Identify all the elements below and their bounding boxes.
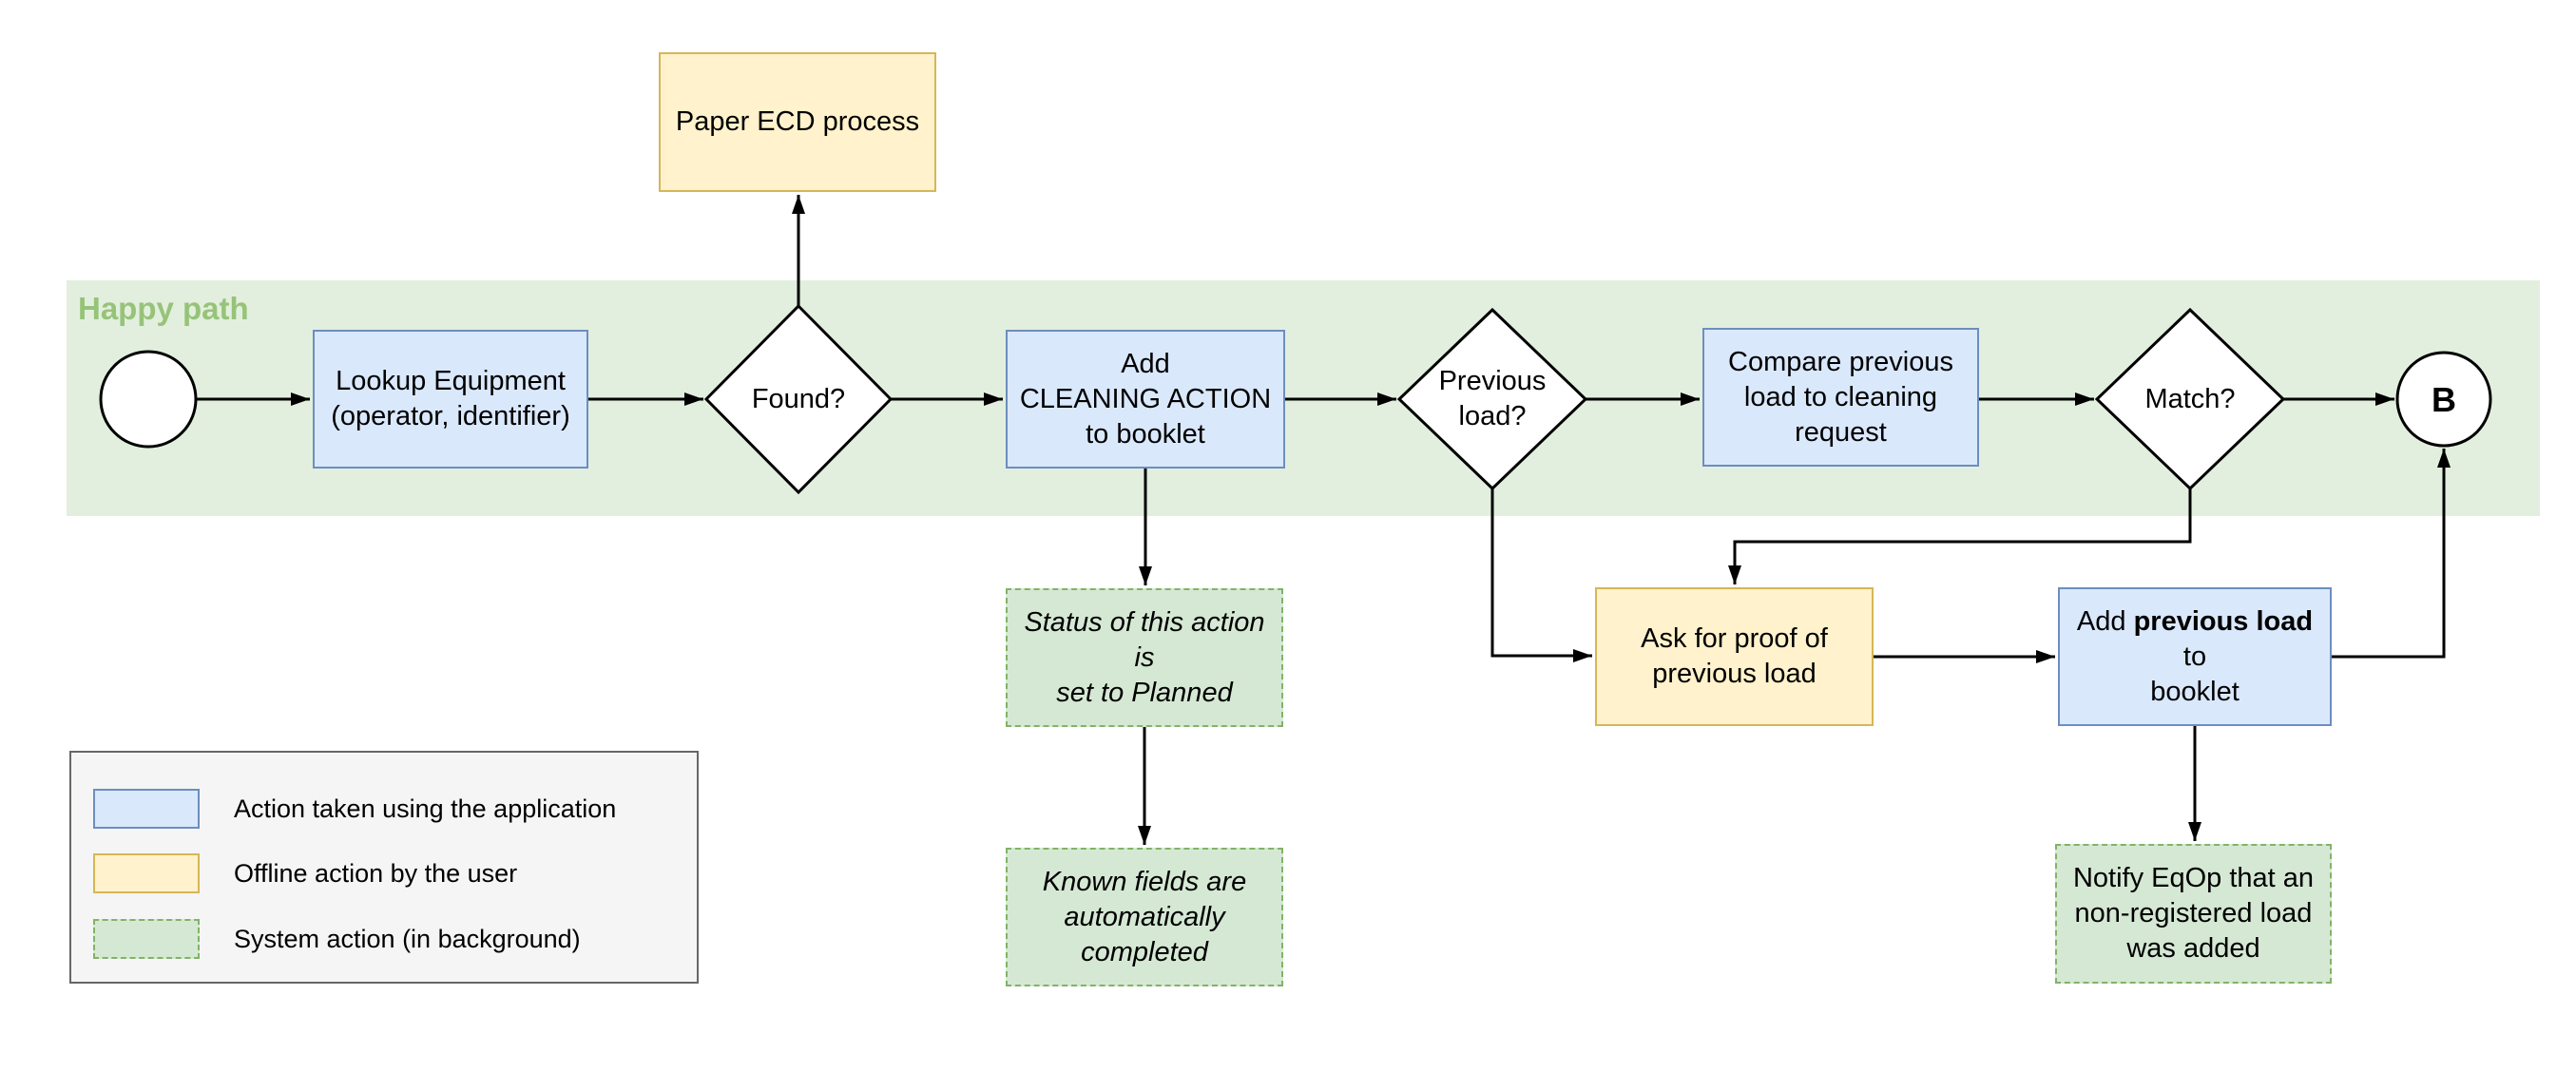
legend-swatch-green [93, 919, 200, 959]
add-previous-load-prefix: Add [2076, 605, 2134, 637]
legend-label: Offline action by the user [234, 858, 518, 888]
decision-previous-load-shape [1396, 307, 1588, 491]
legend-label: Action taken using the application [234, 794, 617, 823]
decision-previous-load-label: Previous load? [1438, 366, 1547, 431]
edge-match-to-ask-proof [1728, 488, 2192, 584]
node-notify-eqop: Notify EqOp that an non-registered load … [2055, 844, 2332, 984]
node-lookup-equipment: Lookup Equipment (operator, identifier) [313, 330, 588, 469]
node-status-set-to-planned: Status of this action is set to Planned [1006, 588, 1283, 727]
end-node-b-label: B [2432, 379, 2456, 419]
legend-label: System action (in background) [234, 924, 581, 953]
node-add-previous-load: Add previous load to booklet [2058, 587, 2332, 726]
end-node-b-shape [2395, 351, 2492, 448]
legend-swatch-blue [93, 789, 200, 829]
node-known-fields-completed: Known fields are automatically completed [1006, 848, 1283, 986]
edge-add-previous-to-end-b [2332, 449, 2451, 659]
decision-found-label: Found? [751, 383, 846, 414]
node-ask-proof-previous-load: Ask for proof of previous load [1595, 587, 1874, 726]
add-previous-load-bold: previous load [2133, 605, 2314, 637]
add-previous-load-suffix: to booklet [2150, 641, 2240, 707]
start-node-shape [99, 350, 198, 449]
legend-item-application-action: Action taken using the application [93, 789, 616, 829]
node-compare-previous-load: Compare previous load to cleaning reques… [1702, 328, 1979, 467]
decision-match-shape [2094, 307, 2286, 491]
node-add-cleaning-action: Add CLEANING ACTION to booklet [1006, 330, 1285, 469]
happy-path-label: Happy path [78, 291, 249, 326]
legend-item-offline-action: Offline action by the user [93, 853, 517, 893]
legend-swatch-yellow [93, 853, 200, 893]
legend-item-system-action: System action (in background) [93, 919, 581, 959]
node-paper-ecd-process: Paper ECD process [659, 52, 936, 192]
edge-previous-to-ask-proof [1490, 488, 1592, 662]
legend: Action taken using the application Offli… [69, 751, 699, 984]
decision-match-label: Match? [2144, 383, 2236, 414]
decision-found-shape [703, 303, 894, 495]
